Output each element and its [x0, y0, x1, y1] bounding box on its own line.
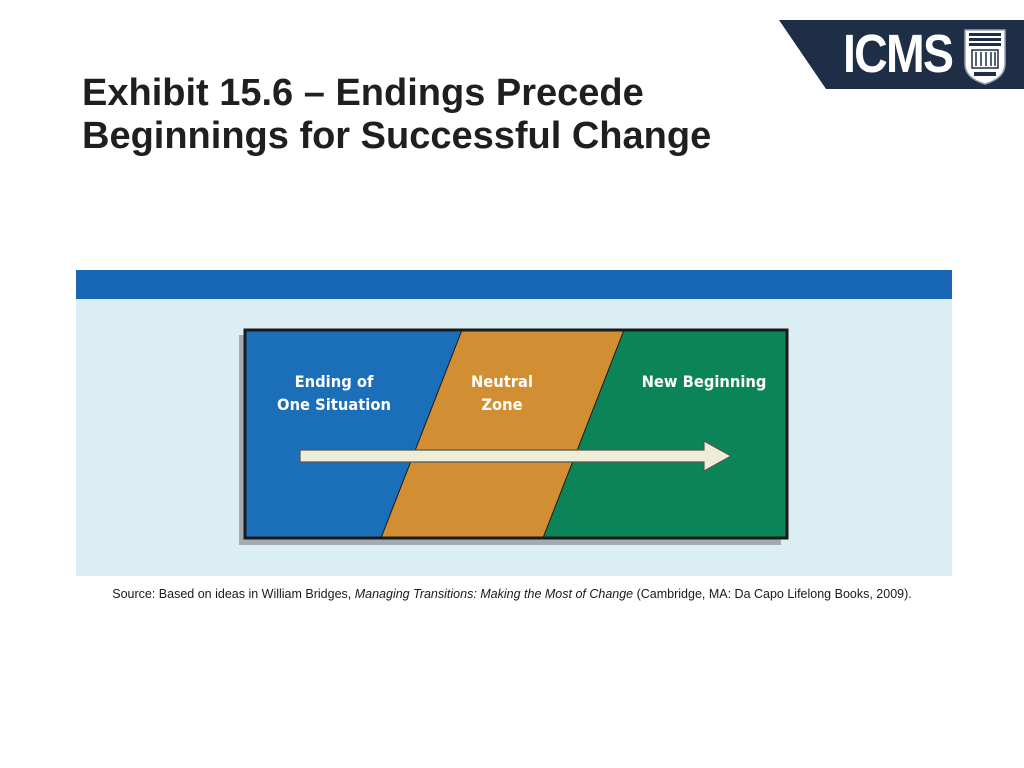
ending-zone-label-line-2: One Situation	[277, 395, 391, 414]
source-suffix: (Cambridge, MA: Da Capo Lifelong Books, …	[633, 587, 912, 601]
zone-divider-1	[380, 329, 463, 539]
progress-arrow	[299, 439, 733, 473]
source-prefix: Source: Based on ideas in William Bridge…	[112, 587, 355, 601]
new-beginning-zone-label-line-1: New Beginning	[641, 372, 767, 391]
neutral-zone-label-line-2: Zone	[481, 395, 523, 414]
source-book-title: Managing Transitions: Making the Most of…	[354, 587, 634, 601]
slide-title-line-2: Beginnings for Successful Change	[82, 115, 712, 157]
ending-zone-label: Ending of One Situation	[270, 370, 399, 416]
source-citation: Source: Based on ideas in William Bridge…	[0, 587, 1024, 601]
ending-zone-shape	[245, 330, 462, 538]
neutral-zone-label: Neutral Zone	[456, 370, 548, 416]
exhibit-header-bar	[76, 270, 952, 299]
logo-banner	[779, 20, 1024, 89]
slide-title: Exhibit 15.6 – Endings Precede Beginning…	[82, 72, 842, 158]
college-crest-icon	[964, 29, 1006, 85]
new-beginning-zone-label: New Beginning	[635, 370, 773, 393]
ending-zone-label-line-1: Ending of	[294, 372, 374, 391]
neutral-zone-label-line-1: Neutral	[470, 372, 534, 391]
logo-wordmark: ICMS	[843, 24, 954, 84]
slide-title-line-1: Exhibit 15.6 – Endings Precede	[82, 72, 644, 114]
zone-divider-2	[542, 329, 625, 539]
diagram-border	[243, 328, 789, 540]
transition-diagram: Ending of One Situation Neutral Zone New…	[236, 326, 796, 557]
transition-diagram-graphic	[239, 328, 789, 545]
